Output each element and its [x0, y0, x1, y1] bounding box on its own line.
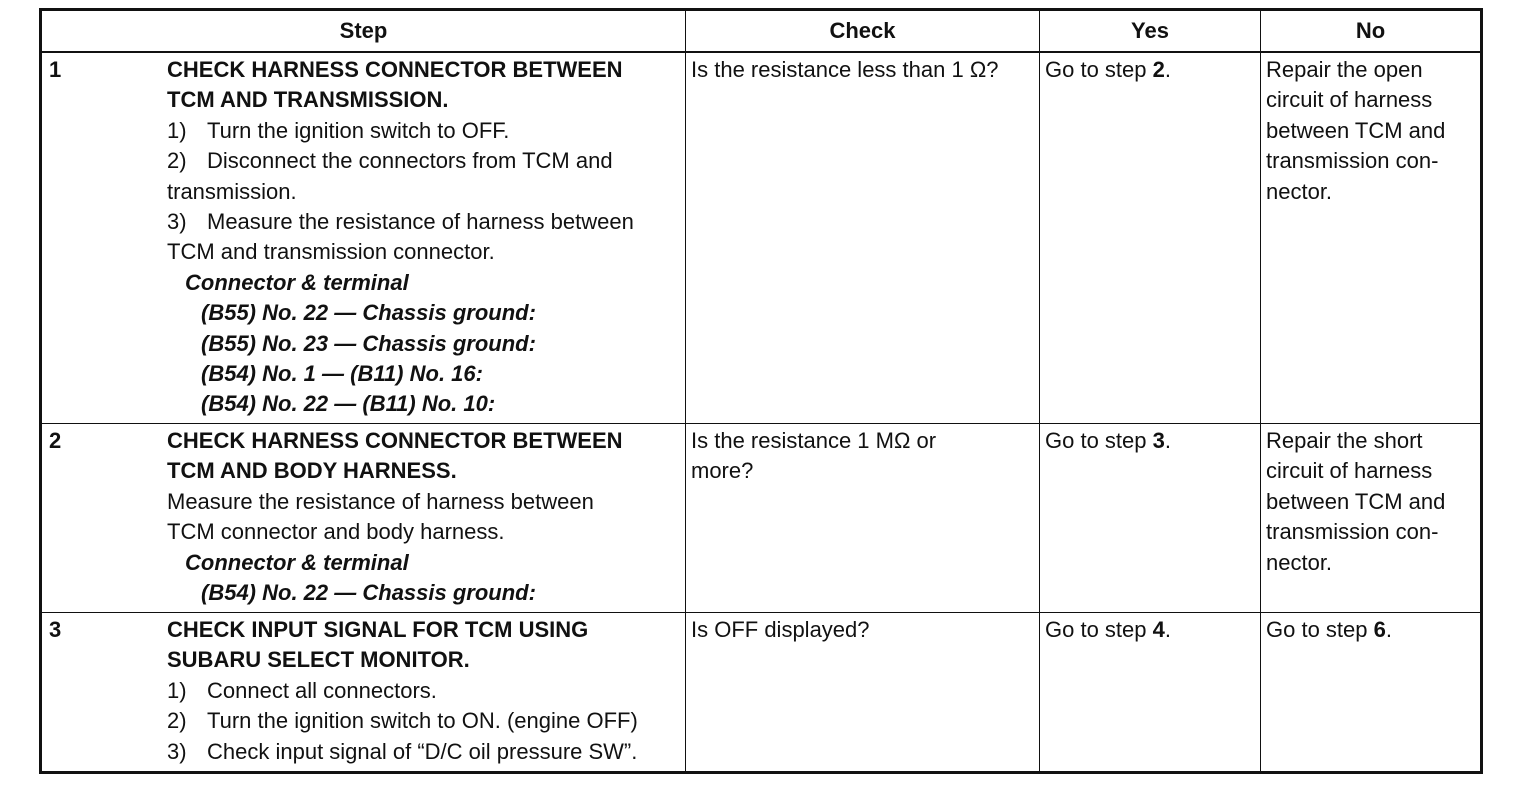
step-number: 2 [49, 428, 62, 453]
instruction-line: 1)Connect all connectors. [167, 677, 437, 703]
step-cell: 1 CHECK HARNESS CONNECTOR BETWEEN TCM AN… [40, 51, 686, 424]
connector-title: Connector & terminal [185, 549, 409, 575]
connector-value: (B54) No. 22 — Chassis ground: [201, 580, 536, 606]
no-cell: Repair the short circuit of harness betw… [1260, 423, 1482, 613]
check-cell: Is the resistance 1 MΩ or more? [685, 423, 1040, 613]
instruction-line: 3)Measure the resistance of harness betw… [167, 209, 634, 235]
connector-value: (B55) No. 23 — Chassis ground: [201, 330, 536, 356]
instruction-line: transmission. [167, 178, 297, 204]
check-cell: Is the resistance less than 1 Ω? [685, 51, 1040, 424]
table-row: 1 CHECK HARNESS CONNECTOR BETWEEN TCM AN… [40, 51, 1482, 424]
connector-title: Connector & terminal [185, 269, 409, 295]
step-title: CHECK INPUT SIGNAL FOR TCM USING SUBARU … [167, 617, 589, 673]
step-number: 3 [49, 617, 62, 642]
instruction-line: TCM and transmission connector. [167, 239, 495, 265]
header-check: Check [685, 9, 1040, 53]
connector-value: (B54) No. 1 — (B11) No. 16: [201, 361, 483, 387]
header-yes: Yes [1039, 9, 1261, 53]
instruction-line: Measure the resistance of harness betwee… [167, 488, 594, 514]
yes-cell: Go to step 2. [1039, 51, 1261, 424]
header-row: Step Check Yes No [40, 9, 1482, 53]
instruction-line: TCM connector and body harness. [167, 519, 505, 545]
step-number: 1 [49, 57, 62, 82]
no-cell: Repair the open circuit of harness betwe… [1260, 51, 1482, 424]
step-cell: 2 CHECK HARNESS CONNECTOR BETWEEN TCM AN… [40, 423, 686, 613]
connector-value: (B55) No. 22 — Chassis ground: [201, 300, 536, 326]
instruction-line: 2)Disconnect the connectors from TCM and [167, 148, 613, 174]
step-cell: 3 CHECK INPUT SIGNAL FOR TCM USING SUBAR… [40, 612, 686, 773]
instruction-line: 2)Turn the ignition switch to ON. (engin… [167, 708, 638, 734]
connector-value: (B54) No. 22 — (B11) No. 10: [201, 391, 496, 417]
diagnostic-table: Step Check Yes No 1 CHECK HARNESS CONNEC… [39, 8, 1483, 774]
check-cell: Is OFF displayed? [685, 612, 1040, 773]
header-no: No [1260, 9, 1482, 53]
no-cell: Go to step 6. [1260, 612, 1482, 773]
step-title: CHECK HARNESS CONNECTOR BETWEEN TCM AND … [167, 428, 623, 484]
instruction-line: 1)Turn the ignition switch to OFF. [167, 117, 510, 143]
yes-cell: Go to step 4. [1039, 612, 1261, 773]
table-row: 2 CHECK HARNESS CONNECTOR BETWEEN TCM AN… [40, 423, 1482, 613]
header-step: Step [40, 9, 686, 53]
yes-cell: Go to step 3. [1039, 423, 1261, 613]
step-title: CHECK HARNESS CONNECTOR BETWEEN TCM AND … [167, 57, 623, 113]
table-row: 3 CHECK INPUT SIGNAL FOR TCM USING SUBAR… [40, 612, 1482, 773]
instruction-line: 3)Check input signal of “D/C oil pressur… [167, 738, 638, 764]
